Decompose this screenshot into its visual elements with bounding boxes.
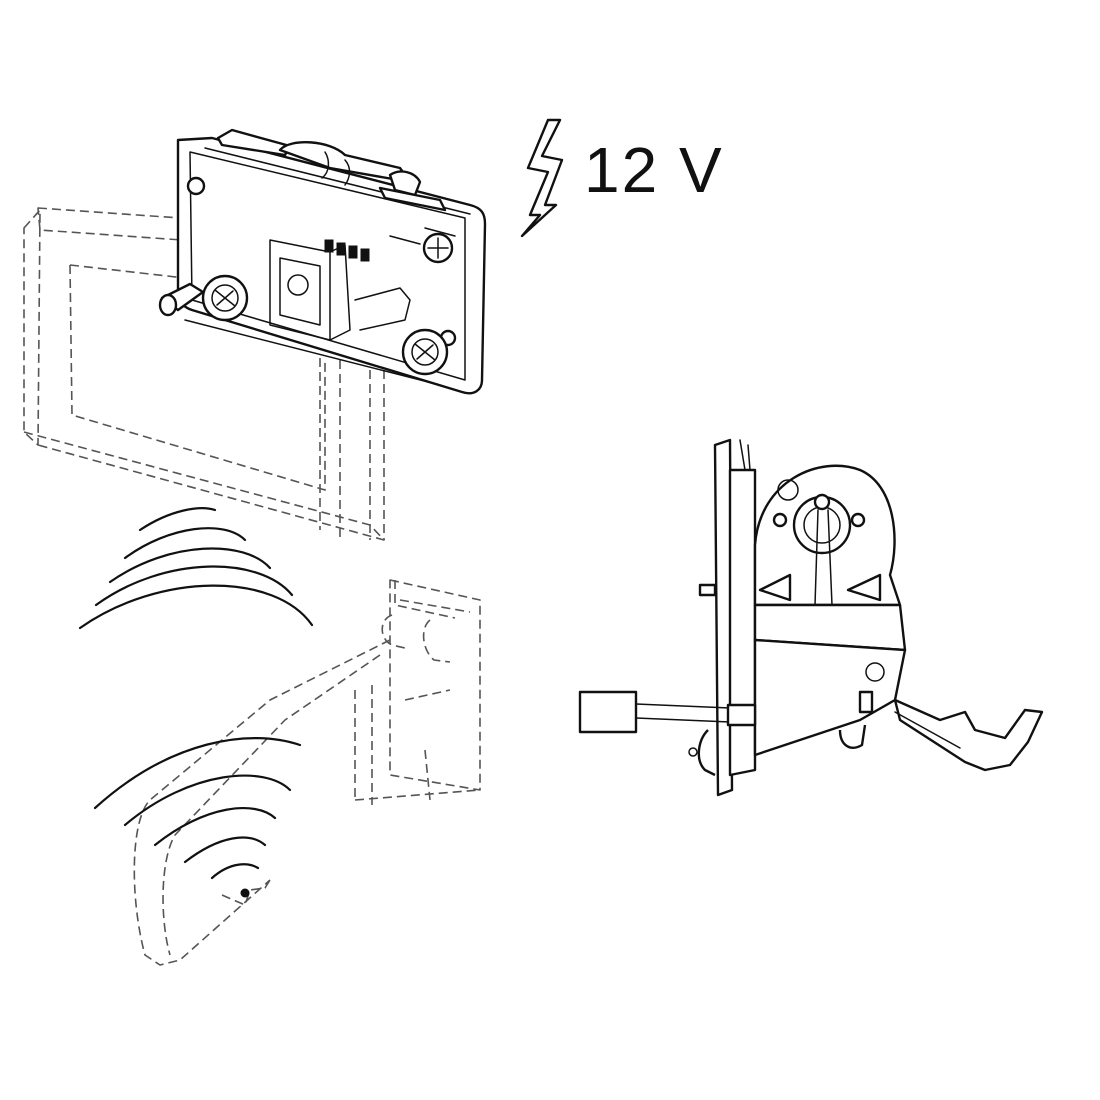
lightning-bolt-icon <box>520 118 564 238</box>
flush-control-unit <box>158 128 487 395</box>
voltage-label: 12 V <box>584 134 724 206</box>
sensor-waves-upper <box>78 507 314 630</box>
flush-actuator-mechanism <box>578 438 1044 797</box>
dashed-fixture <box>133 579 481 966</box>
dashed-cover-plate <box>23 207 385 541</box>
sensor-waves-lower <box>93 737 302 880</box>
